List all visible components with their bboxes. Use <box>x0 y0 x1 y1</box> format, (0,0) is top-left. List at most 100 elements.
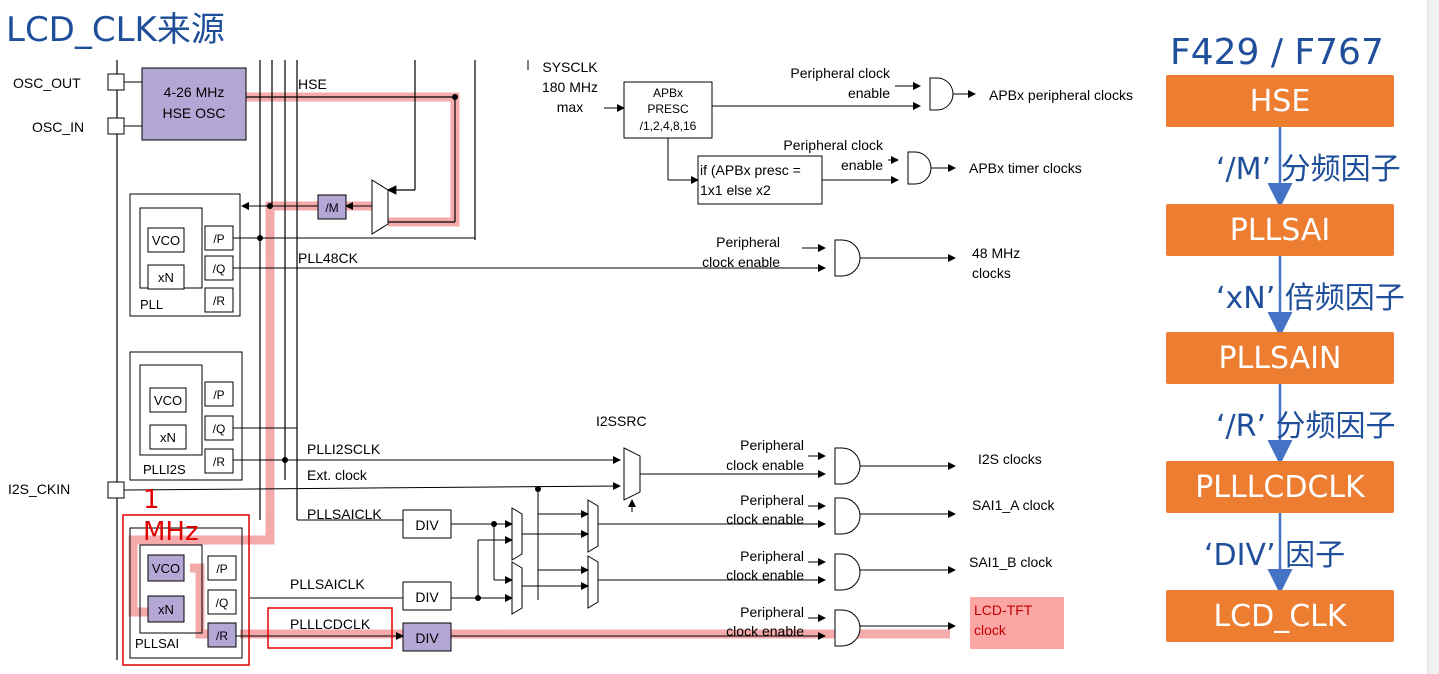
svg-text:LCD-TFT: LCD-TFT <box>974 602 1033 618</box>
div-box-sai-b <box>402 581 452 611</box>
svg-text:/P: /P <box>216 562 227 576</box>
hse-osc-box <box>141 67 247 141</box>
flow-box-pllsain: PLLSAIN <box>1166 332 1394 384</box>
svg-text:Ext. clock: Ext. clock <box>307 467 368 483</box>
lcd-tft-clock-box <box>970 597 1064 649</box>
osc-out-label: OSC_OUT <box>13 75 81 91</box>
svg-text:enable: enable <box>848 85 890 101</box>
slide-title: LCD_CLK来源 <box>6 10 225 50</box>
svg-text:PLLSAICLK: PLLSAICLK <box>307 506 382 522</box>
div-box-sai-a <box>402 509 452 539</box>
svg-text:/Q: /Q <box>213 422 226 436</box>
svg-text:DIV: DIV <box>415 517 439 533</box>
svg-text:SAI1_A clock: SAI1_A clock <box>972 497 1055 513</box>
pllsai-block <box>129 527 243 659</box>
pllsai-xn <box>147 595 185 623</box>
apbx-presc-box <box>623 81 713 139</box>
svg-text:/P: /P <box>213 388 224 402</box>
svg-text:clock enable: clock enable <box>726 567 804 583</box>
and-gate-i2s <box>834 447 861 485</box>
and-gate-lcd <box>834 609 861 647</box>
and-gate-sai-a <box>834 497 861 535</box>
svg-text:Peripheral: Peripheral <box>740 548 804 564</box>
chip-label: F429 / F767 <box>1170 32 1384 73</box>
flow-box-plllcdclk: PLLLCDCLK <box>1166 461 1394 513</box>
osc-in-pin <box>107 117 125 135</box>
svg-text:1x1 else x2: 1x1 else x2 <box>700 182 771 198</box>
highlight-path <box>128 92 950 639</box>
svg-text:SAI1_B clock: SAI1_B clock <box>969 554 1053 570</box>
pll-label: PLL <box>140 297 163 312</box>
flow-note-r: ‘/R’ 分频因子 <box>1216 409 1396 444</box>
flow-box-hse: HSE <box>1166 75 1394 127</box>
svg-text:PRESC: PRESC <box>647 102 689 116</box>
m-divider-label: /M <box>325 201 338 215</box>
svg-text:/R: /R <box>216 629 228 643</box>
svg-text:enable: enable <box>841 157 883 173</box>
pllsai-r <box>207 622 237 648</box>
pllsai-vco <box>147 554 185 582</box>
svg-text:I2SSRC: I2SSRC <box>596 413 647 429</box>
svg-text:/Q: /Q <box>213 262 226 276</box>
svg-text:/1,2,4,8,16: /1,2,4,8,16 <box>640 119 697 133</box>
svg-text:VCO: VCO <box>152 561 180 576</box>
pll-source-mux <box>371 179 389 235</box>
svg-text:180 MHz: 180 MHz <box>542 79 598 95</box>
svg-text:max: max <box>557 99 583 115</box>
pll-xn <box>147 264 185 290</box>
scrollbar[interactable] <box>1427 0 1439 674</box>
svg-text:clock enable: clock enable <box>726 511 804 527</box>
and-gate-apbx <box>929 77 954 111</box>
osc-in-label: OSC_IN <box>32 119 84 135</box>
svg-text:/P: /P <box>213 232 224 246</box>
svg-text:clocks: clocks <box>972 265 1011 281</box>
i2ssrc-mux <box>623 447 641 501</box>
hse-label: HSE <box>298 76 327 92</box>
svg-text:VCO: VCO <box>152 233 180 248</box>
flow-note-div: ‘DIV’ 因子 <box>1204 538 1346 573</box>
svg-text:/R: /R <box>213 455 225 469</box>
svg-text:VCO: VCO <box>154 393 182 408</box>
svg-text:xN: xN <box>158 270 174 285</box>
svg-text:/Q: /Q <box>216 596 229 610</box>
one-mhz-annotation: 1 MHz <box>143 484 199 548</box>
one-mhz-unit: MHz <box>143 517 199 547</box>
svg-text:48 MHz: 48 MHz <box>972 245 1020 261</box>
flow-box-lcd-clk: LCD_CLK <box>1166 590 1394 642</box>
svg-text:PLLSAICLK: PLLSAICLK <box>290 576 365 592</box>
svg-text:Peripheral: Peripheral <box>740 492 804 508</box>
svg-text:APBx peripheral clocks: APBx peripheral clocks <box>989 87 1133 103</box>
svg-text:clock: clock <box>974 622 1007 638</box>
svg-text:APBx timer clocks: APBx timer clocks <box>969 160 1082 176</box>
m-divider-box <box>317 194 347 220</box>
svg-text:PLLLCDCLK: PLLLCDCLK <box>290 616 371 632</box>
svg-text:DIV: DIV <box>415 589 439 605</box>
one-mhz-number: 1 <box>143 485 160 515</box>
svg-text:clock enable: clock enable <box>702 254 780 270</box>
osc-out-pin <box>107 73 125 91</box>
pll48ck-label: PLL48CK <box>298 250 359 266</box>
plli2s-block <box>129 351 243 481</box>
plli2s-label: PLLI2S <box>143 462 186 477</box>
svg-text:Peripheral clock: Peripheral clock <box>790 65 891 81</box>
svg-text:SYSCLK: SYSCLK <box>542 59 598 75</box>
svg-text:xN: xN <box>158 602 174 617</box>
pll-vco <box>147 227 185 253</box>
svg-text:Peripheral: Peripheral <box>740 437 804 453</box>
svg-text:Peripheral: Peripheral <box>716 234 780 250</box>
svg-text:I2S clocks: I2S clocks <box>978 451 1042 467</box>
svg-text:clock enable: clock enable <box>726 623 804 639</box>
svg-text:I2S_CKIN: I2S_CKIN <box>8 481 70 497</box>
pllsai-label: PLLSAI <box>135 636 179 651</box>
svg-text:if (APBx presc =: if (APBx presc = <box>700 162 801 178</box>
svg-text:Peripheral: Peripheral <box>740 604 804 620</box>
svg-text:DIV: DIV <box>415 630 439 646</box>
pllsai-annotation-box <box>122 514 250 666</box>
pll-q <box>204 255 234 281</box>
and-gate-48mhz <box>834 239 861 277</box>
pll-block <box>129 193 241 317</box>
svg-text:Peripheral clock: Peripheral clock <box>783 137 884 153</box>
hse-osc-line2: HSE OSC <box>162 105 225 121</box>
